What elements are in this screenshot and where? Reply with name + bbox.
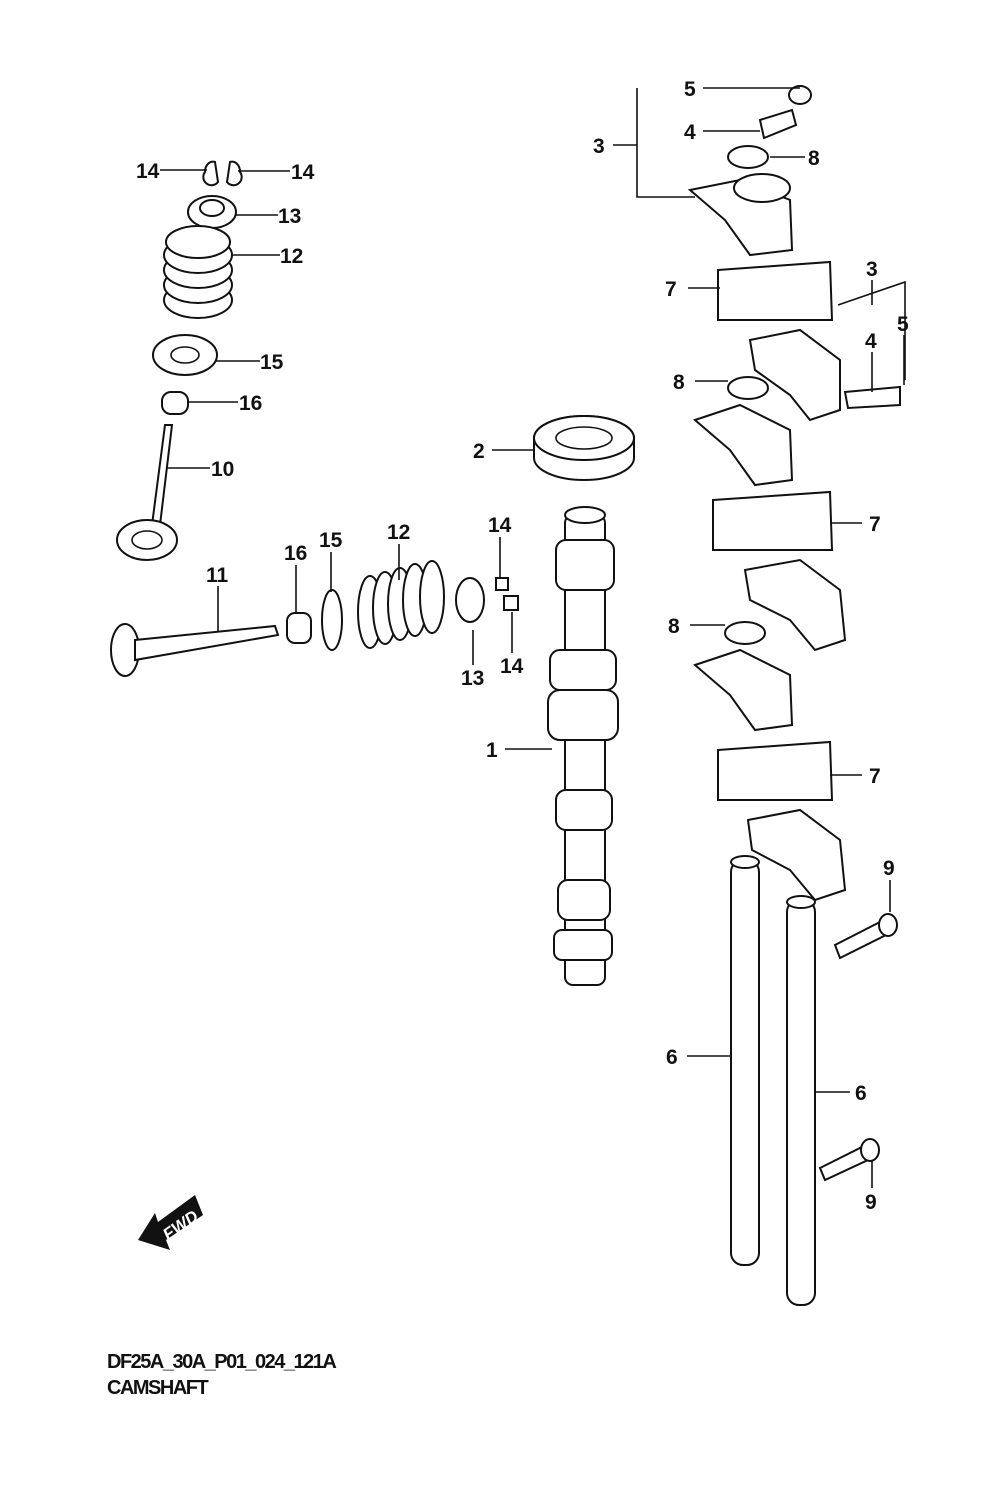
callout: 9: [865, 1191, 877, 1214]
shaft-6b: [786, 899, 816, 1306]
callout: 3: [593, 135, 605, 158]
callout: 9: [883, 857, 895, 880]
callout: 14: [488, 514, 512, 537]
bracket-7c: [717, 740, 834, 801]
cotter-14d: [503, 595, 519, 611]
callout: 7: [869, 765, 881, 788]
callout: 5: [684, 78, 696, 101]
spring-12h: [357, 560, 445, 649]
rocker-3e: [693, 648, 794, 732]
seal-16h: [286, 612, 312, 644]
callout: 14: [291, 161, 315, 184]
callout: 12: [280, 245, 303, 268]
callout: 6: [666, 1046, 678, 1069]
callout: 8: [673, 371, 685, 394]
cotter-14b: [225, 160, 243, 187]
callout: 4: [865, 330, 877, 353]
diagram-title: CAMSHAFT: [107, 1377, 209, 1399]
rocker-3d: [743, 558, 847, 652]
callout: 12: [387, 521, 410, 544]
valve-stem-10: [150, 424, 174, 526]
rocker-3b: [748, 328, 841, 422]
callout: 15: [319, 529, 343, 552]
seal-16: [161, 391, 189, 415]
callout: 7: [869, 513, 881, 536]
leader-lines: [160, 87, 906, 1188]
diagram-code: DF25A_30A_P01_024_121A: [107, 1351, 337, 1373]
spring-12: [163, 225, 233, 319]
callout: 10: [211, 458, 234, 481]
oil-seal-2: [533, 415, 635, 481]
callout: 15: [260, 351, 284, 374]
oring-8: [727, 145, 769, 169]
callout: 8: [668, 615, 680, 638]
valve-assembly-horizontal: [110, 560, 519, 677]
callout: 4: [684, 121, 696, 144]
callout: 5: [897, 313, 909, 336]
washer-15h: [321, 589, 343, 651]
screw-4: [758, 108, 798, 140]
valve-assembly-vertical: [116, 160, 243, 561]
callout: 8: [808, 147, 820, 170]
callout: 3: [866, 258, 878, 281]
bracket-7a: [717, 260, 834, 321]
nut-5: [788, 85, 812, 105]
callout: 7: [665, 278, 677, 301]
shaft-6a: [730, 859, 760, 1266]
fwd-arrow-icon: FWD: [138, 1195, 203, 1250]
callout: 1: [486, 739, 498, 762]
screw-4b: [843, 385, 901, 410]
callout: 14: [136, 160, 160, 183]
callout: 2: [473, 440, 485, 463]
retainer-13h: [455, 577, 485, 623]
washer-15: [152, 334, 218, 376]
valve-stem-11: [134, 624, 280, 662]
rocker-3f: [746, 808, 847, 902]
callout: 13: [461, 667, 484, 690]
callout: 6: [855, 1082, 867, 1105]
callout: 14: [500, 655, 524, 678]
rocker-arms: [687, 85, 901, 902]
camshaft-1: [547, 506, 619, 986]
callout-labels: 5 4 3 8 7 3 4 5 8 2 7 8 7 1 9 9 6 6 14 1…: [136, 78, 909, 1214]
cotter-14c: [495, 577, 509, 591]
rocker-3c: [693, 403, 794, 487]
bracket-7b: [712, 490, 834, 551]
oring-8c: [724, 621, 766, 645]
cotter-14a: [202, 160, 220, 187]
oring-8b: [727, 376, 769, 400]
callout: 11: [206, 564, 229, 587]
callout: 16: [239, 392, 262, 415]
rocker-shafts: [730, 855, 898, 1306]
callout: 16: [284, 542, 307, 565]
callout: 13: [278, 205, 301, 228]
